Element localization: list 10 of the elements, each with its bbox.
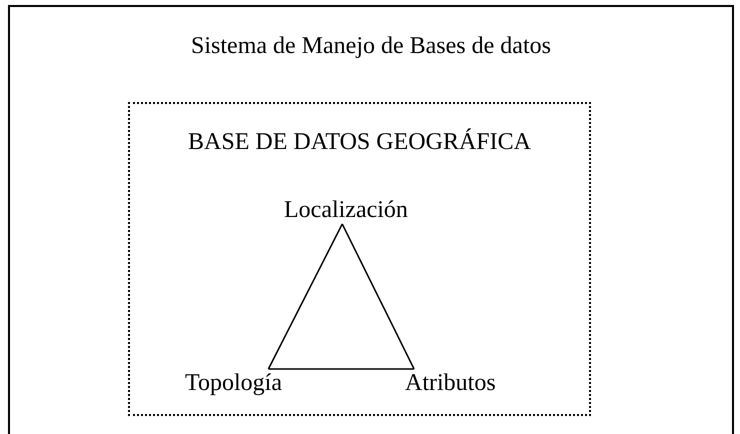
triangle-side [268, 368, 414, 370]
vertex-label: Localización [284, 196, 408, 224]
triangle-side [342, 224, 415, 370]
system-box [8, 5, 734, 434]
box-title: BASE DE DATOS GEOGRÁFICA [187, 128, 532, 156]
vertex-label: Atributos [405, 369, 496, 397]
triangle-side [268, 224, 343, 370]
database-box [128, 102, 591, 416]
vertex-label: Topología [185, 369, 282, 397]
box-title: Sistema de Manejo de Bases de datos [190, 32, 552, 60]
